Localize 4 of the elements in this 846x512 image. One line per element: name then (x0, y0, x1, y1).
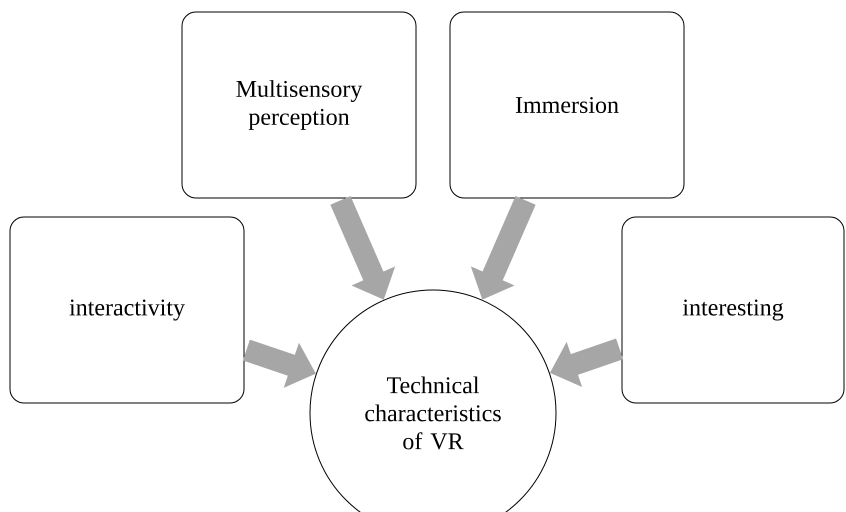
rounded-box: Multisensory perception (182, 12, 416, 198)
rounded-box: Immersion (450, 12, 684, 198)
rounded-box: interactivity (10, 216, 244, 404)
rounded-box: interesting (622, 216, 844, 404)
